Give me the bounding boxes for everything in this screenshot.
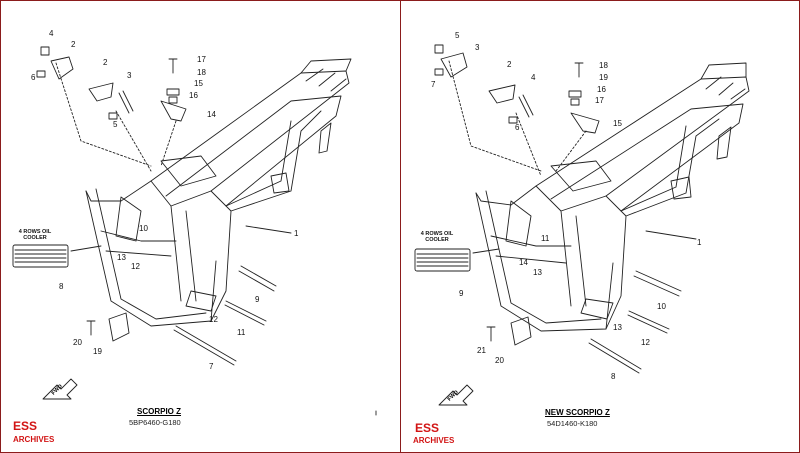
callout: 16 [597,85,606,94]
callout: 5 [113,120,118,129]
callout: 1 [697,238,702,247]
callout: 7 [431,80,436,89]
part-code: 54D1460-K180 [547,419,598,428]
callout: 2 [103,58,108,67]
oil-cooler-note: 4 ROWS OIL COOLER [18,229,52,242]
callout: 13 [613,323,622,332]
callout: 10 [139,224,148,233]
callout: 7 [209,362,214,371]
callout: 15 [194,79,203,88]
callout: 17 [595,96,604,105]
callout: 2 [507,60,512,69]
callout: 15 [613,119,622,128]
right-panel-new-scorpio-z: 5 3 7 2 4 6 18 19 16 17 15 11 1 14 13 9 … [401,1,799,452]
callout: 20 [495,356,504,365]
callout: 13 [533,268,542,277]
callout: 13 [117,253,126,262]
callout: 20 [73,338,82,347]
brand-logo: ESS [13,419,38,433]
callout: 14 [207,110,216,119]
panel-divider [400,0,401,453]
callout: 14 [519,258,528,267]
callout: 3 [475,43,480,52]
model-name: SCORPIO Z [137,407,182,416]
callout: 11 [541,234,550,243]
callout: 21 [477,346,486,355]
brand-subtitle: ARCHIVES [413,436,455,445]
callout: 4 [531,73,536,82]
callout: 1 [294,229,299,238]
callout: 9 [459,289,464,298]
callout: 6 [515,123,520,132]
callout: 4 [49,29,54,38]
callout: 16 [189,91,198,100]
callout: 8 [611,372,616,381]
callout: 12 [209,315,218,324]
callout: 19 [599,73,608,82]
callout: 18 [197,68,206,77]
callout: 17 [197,55,206,64]
callout: 6 [31,73,36,82]
callout: 12 [131,262,140,271]
frame-exploded-drawing-right [414,44,750,406]
callout: 9 [255,295,260,304]
part-code: 5BP6460-G180 [129,418,181,427]
brand-logo: ESS [415,421,440,435]
callout: 3 [127,71,132,80]
frame-exploded-drawing-left [12,46,377,416]
oil-cooler-note: 4 ROWS OIL COOLER [420,231,454,244]
left-panel-scorpio-z: 4 2 6 2 3 5 17 18 15 16 14 10 1 13 12 8 … [1,1,399,452]
callout: 5 [455,31,460,40]
callout: 8 [59,282,64,291]
callout: 10 [657,302,666,311]
model-name: NEW SCORPIO Z [545,408,610,417]
callout: 19 [93,347,102,356]
callout: 12 [641,338,650,347]
callout: 2 [71,40,76,49]
brand-subtitle: ARCHIVES [13,435,55,444]
callout: 18 [599,61,608,70]
callout: 11 [237,328,246,337]
